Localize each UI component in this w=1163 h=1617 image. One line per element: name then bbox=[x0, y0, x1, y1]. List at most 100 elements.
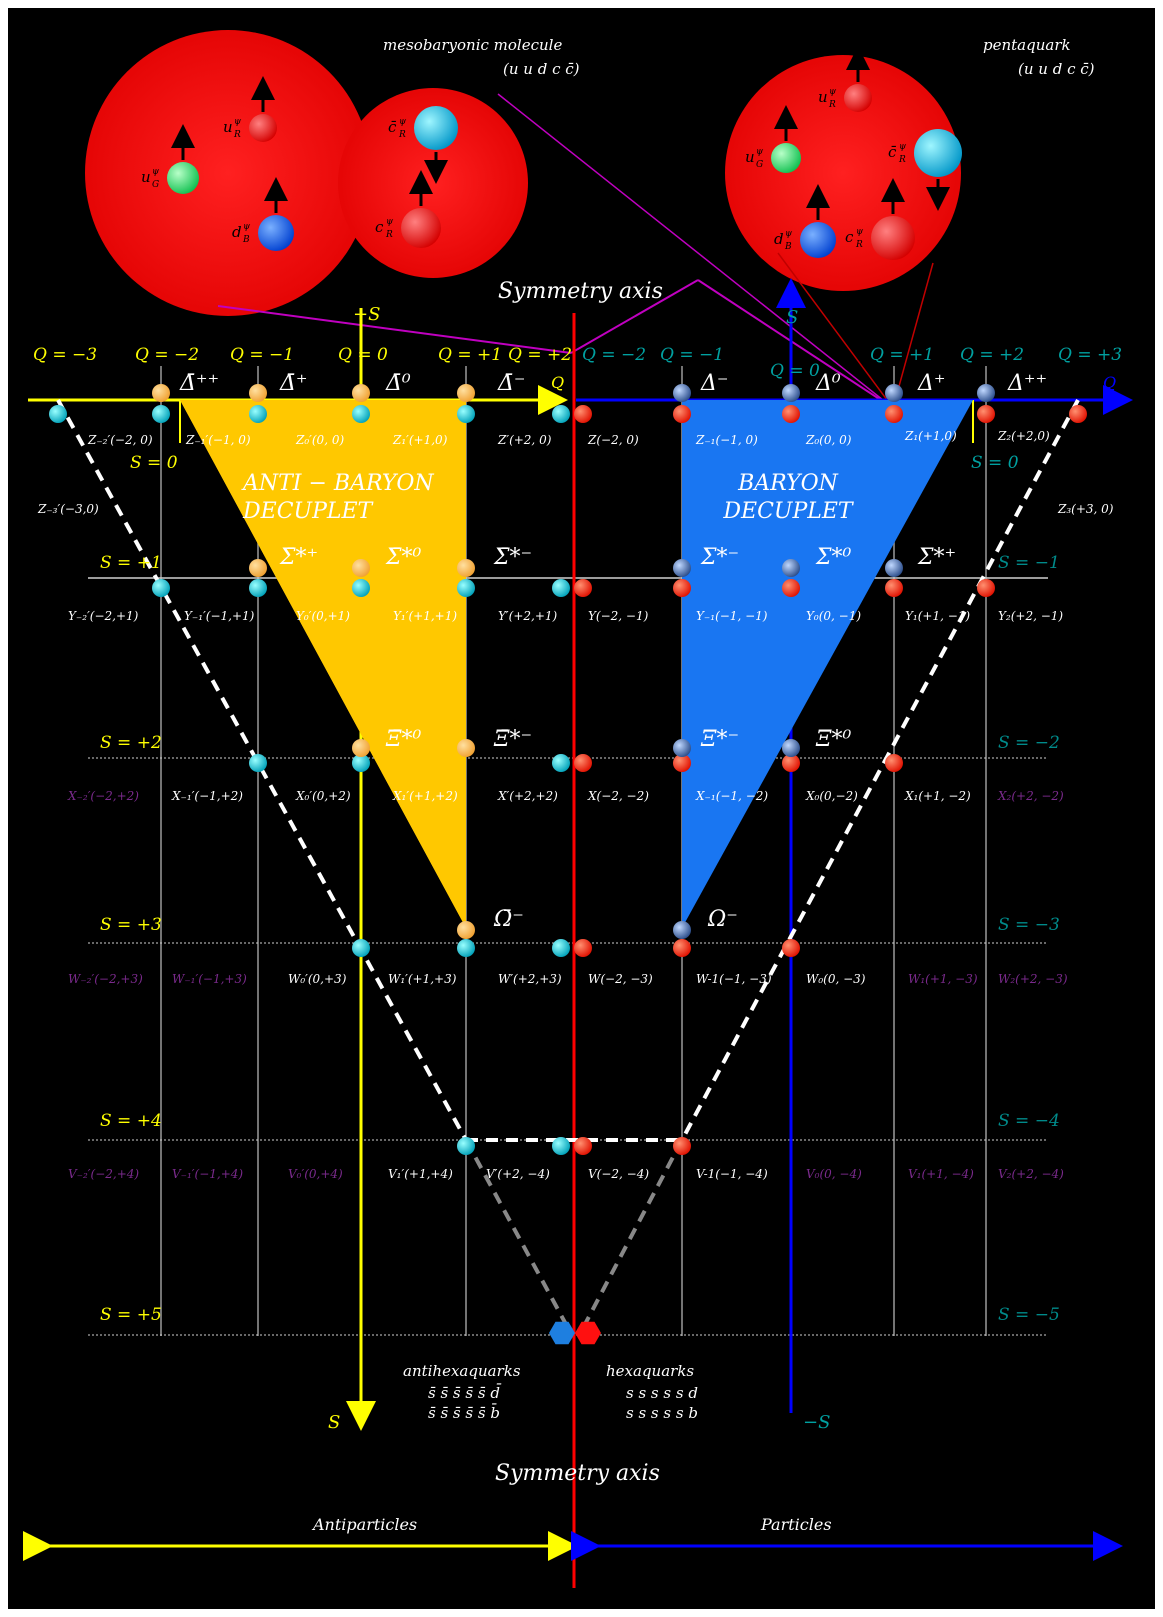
y-node bbox=[673, 579, 691, 597]
hexaquark-title: hexaquarks bbox=[606, 1362, 694, 1380]
z-anti-node bbox=[457, 405, 475, 423]
x-node-label: X′(+2,+2) bbox=[497, 789, 558, 803]
y-node-label: Y₂(+2, −1) bbox=[998, 609, 1063, 623]
anti-decuplet-title: DECUPLET bbox=[242, 499, 375, 524]
baryon-decuplet-title: DECUPLET bbox=[722, 499, 855, 524]
z-node-label: Z₂(+2,0) bbox=[997, 429, 1050, 443]
z-node-label: Z₋₁(−1, 0) bbox=[695, 433, 758, 447]
penta-quark-sup: ψ bbox=[756, 147, 764, 157]
v-node-label: V₁(+1, −4) bbox=[908, 1167, 974, 1181]
s-label-anti: S = +2 bbox=[100, 733, 162, 753]
v-node-label: V₂(+2, −4) bbox=[998, 1167, 1064, 1181]
q-axis-label: Q bbox=[1103, 373, 1116, 392]
v-node bbox=[673, 1137, 691, 1155]
antihexaquark-icon bbox=[549, 1321, 575, 1345]
y-node-label: Y₋₁(−1, −1) bbox=[696, 609, 768, 623]
z-node-label: Z₋₃′(−3,0) bbox=[37, 502, 99, 516]
q-label-particle: Q = +3 bbox=[1058, 345, 1122, 365]
grid bbox=[28, 278, 1133, 1588]
w-node-label: W₀′(0,+3) bbox=[288, 972, 347, 986]
penta-quark-label: u bbox=[745, 148, 755, 166]
z-node bbox=[782, 405, 800, 423]
w-node-label: W₁(+1, −3) bbox=[908, 972, 978, 986]
z-anti-node bbox=[152, 405, 170, 423]
q-label-particle: Q = −2 bbox=[582, 345, 646, 365]
anti-baryon-node bbox=[352, 559, 370, 577]
penta-quark-1 bbox=[771, 143, 801, 173]
baryon-node bbox=[782, 384, 800, 402]
y-node-label: Y(−2, −1) bbox=[588, 609, 649, 623]
pentaquark-formula: (u u d c c̄) bbox=[1018, 60, 1095, 78]
anti-baryon-symbol: Δ̄⁺ bbox=[279, 371, 308, 396]
baryon-symbol: Δ⁻ bbox=[700, 371, 729, 396]
w-node-label: W₂(+2, −3) bbox=[998, 972, 1068, 986]
anti-baryon-symbol: Σ̄*⁺ bbox=[279, 545, 318, 570]
w-node-label: W(−2, −3) bbox=[588, 972, 653, 986]
v-node-label: V-1(−1, −4) bbox=[696, 1167, 768, 1181]
s-label-anti: S = +3 bbox=[100, 915, 162, 935]
q-label-particle: Q = +1 bbox=[870, 345, 934, 365]
molecule-quark-3 bbox=[414, 106, 458, 150]
w-node-label: W₋₁′(−1,+3) bbox=[172, 972, 247, 986]
anti-decuplet-title: ANTI − BARYON bbox=[241, 471, 434, 496]
molecule-baryon-sphere bbox=[85, 30, 371, 316]
x-anti-node bbox=[352, 754, 370, 772]
q-label-particle: Q = +2 bbox=[960, 345, 1024, 365]
s-label-particle: S = −2 bbox=[998, 733, 1060, 753]
molecule-quark-label: c bbox=[375, 218, 384, 236]
z-node bbox=[673, 405, 691, 423]
v-anti-node bbox=[457, 1137, 475, 1155]
molecule-quark-sub: R bbox=[398, 130, 406, 140]
s-axis-label: S bbox=[328, 1412, 340, 1433]
q-axis-label: Q bbox=[551, 373, 564, 392]
connector-line bbox=[892, 262, 934, 409]
y-node-label: Y₁(+1, −1) bbox=[905, 609, 970, 623]
molecule-quark-0 bbox=[249, 114, 277, 142]
x-node bbox=[673, 754, 691, 772]
baryon-symbol: Δ⁰ bbox=[815, 371, 841, 396]
baryon-decuplet-title: BARYON bbox=[737, 471, 839, 496]
w-node bbox=[673, 939, 691, 957]
q-label-anti: Q = +1 bbox=[438, 345, 502, 365]
q-label-anti: Q = −1 bbox=[230, 345, 294, 365]
molecule-quark-label: u bbox=[141, 168, 151, 186]
molecule-quark-sup: ψ bbox=[243, 222, 251, 232]
anti-baryon-symbol: Ξ̄*⁰ bbox=[385, 727, 421, 752]
z-node-label: Z(−2, 0) bbox=[587, 433, 639, 447]
w-node bbox=[782, 939, 800, 957]
anti-baryon-node bbox=[457, 739, 475, 757]
molecule-quark-label: u bbox=[223, 118, 233, 136]
s-axis-label: S bbox=[786, 307, 798, 328]
q-label-anti: Q = −3 bbox=[33, 345, 97, 365]
q-label-anti: Q = 0 bbox=[338, 345, 388, 365]
y-node-label: Y₋₂′(−2,+1) bbox=[68, 609, 139, 623]
x-node bbox=[782, 754, 800, 772]
x-node bbox=[885, 754, 903, 772]
antihexaquark-formula: s̄ s̄ s̄ s̄ s̄ d̄ bbox=[428, 1384, 501, 1402]
s-label-particle: S = −4 bbox=[998, 1111, 1060, 1131]
s-label-anti: S = +1 bbox=[100, 553, 162, 573]
particles-label: Particles bbox=[760, 1515, 832, 1534]
s-label-particle: S = −5 bbox=[998, 1305, 1060, 1325]
s-label-anti: S = +5 bbox=[100, 1305, 162, 1325]
x-node-label: X₋₂′(−2,+2) bbox=[67, 789, 139, 803]
hexa-line bbox=[464, 1139, 570, 1329]
molecule-quark-1 bbox=[167, 162, 199, 194]
penta-quark-sup: ψ bbox=[785, 229, 793, 239]
v-node bbox=[574, 1137, 592, 1155]
z-node-label: Z₋₁′(−1, 0) bbox=[185, 433, 251, 447]
x-node-label: X₋₁′(−1,+2) bbox=[171, 789, 243, 803]
penta-quark-sup: ψ bbox=[899, 142, 907, 152]
x-node-label: X₀′(0,+2) bbox=[295, 789, 351, 803]
s-label-particle: S = −3 bbox=[998, 915, 1060, 935]
penta-quark-sup: ψ bbox=[829, 87, 837, 97]
y-node bbox=[574, 579, 592, 597]
anti-baryon-node bbox=[249, 559, 267, 577]
molecule-quark-4 bbox=[401, 208, 441, 248]
baryon-symbol: Ξ*⁰ bbox=[815, 727, 851, 752]
hexaquark-icon bbox=[575, 1321, 601, 1345]
baryon-symbol: Σ*⁻ bbox=[700, 545, 739, 570]
penta-quark-sub: R bbox=[898, 155, 906, 165]
